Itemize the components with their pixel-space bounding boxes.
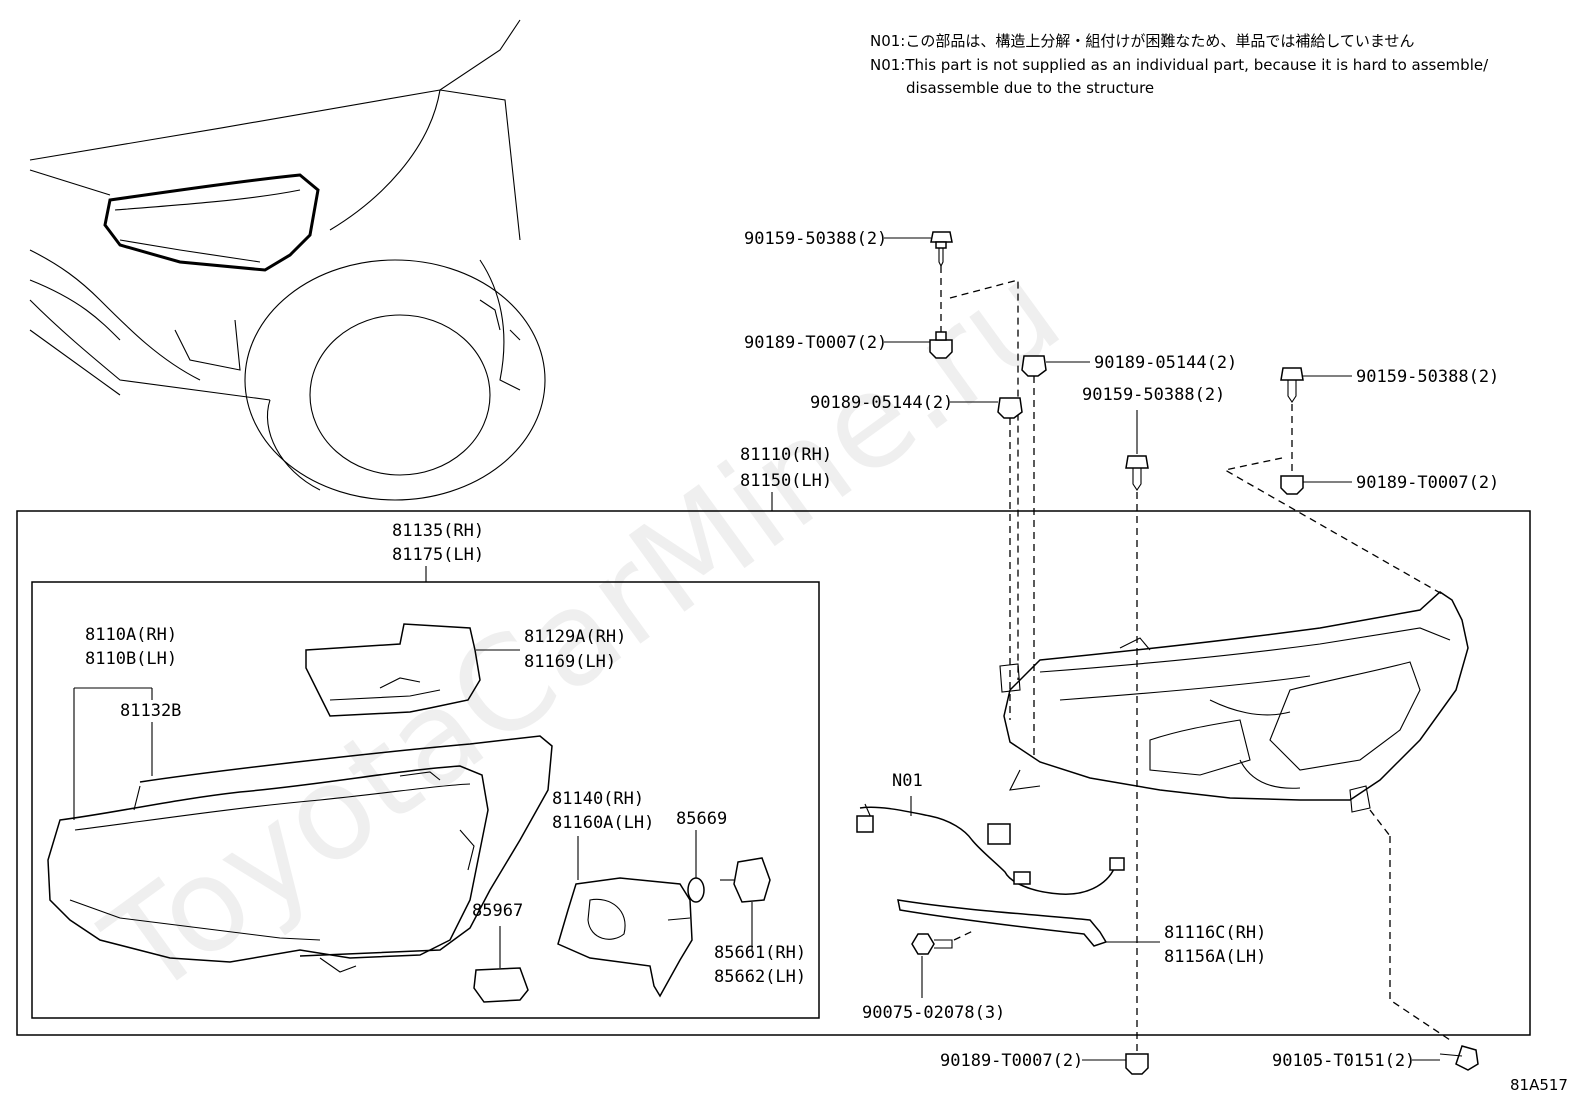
control-module [473, 967, 529, 1003]
bolt-mid [1125, 455, 1149, 491]
note-en-line1: N01:This part is not supplied as an indi… [870, 56, 1489, 74]
label-drl-rh: 81140(RH) [552, 789, 644, 809]
label-harness: N01 [892, 771, 923, 791]
drl-module [557, 877, 693, 998]
lens-bracket [73, 687, 153, 820]
screw [911, 933, 953, 955]
bolt-bottom [1439, 1045, 1479, 1071]
label-bolt-mid: 90159-50388(2) [1082, 385, 1225, 405]
label-socket-lh: 85662(LH) [714, 967, 806, 987]
label-assembly-lh: 81150(LH) [740, 471, 832, 491]
label-o-ring: 85669 [676, 809, 727, 829]
label-nut-right: 90189-T0007(2) [1356, 473, 1499, 493]
note-en-line2: disassemble due to the structure [906, 79, 1154, 97]
clip-b [997, 397, 1023, 419]
label-bolt-top: 90159-50388(2) [744, 229, 887, 249]
label-trim-rh: 81116C(RH) [1164, 923, 1266, 943]
label-gasket: 81132B [120, 701, 181, 721]
headlamp-assembly-box [16, 510, 1531, 1036]
vehicle-sketch [29, 19, 546, 501]
label-clip-b: 90189-05144(2) [810, 393, 953, 413]
lens [47, 765, 489, 973]
nut-right [1280, 475, 1304, 495]
note-jp: N01:この部品は、構造上分解・組付けが困難なため、単品では補給していません [870, 32, 1414, 50]
label-clip-a: 90189-05144(2) [1094, 353, 1237, 373]
bolt-top [930, 231, 953, 268]
label-extension-rh: 81129A(RH) [524, 627, 626, 647]
nut-bottom [1125, 1053, 1149, 1075]
label-bolt-bottom: 90105-T0151(2) [1272, 1051, 1415, 1071]
label-lens-lh: 8110B(LH) [85, 649, 177, 669]
clip-a [1021, 355, 1047, 377]
label-unit-rh: 81135(RH) [392, 521, 484, 541]
label-unit-lh: 81175(LH) [392, 545, 484, 565]
label-socket-rh: 85661(RH) [714, 943, 806, 963]
bolt-right [1280, 367, 1304, 403]
label-extension-lh: 81169(LH) [524, 652, 616, 672]
headlamp-assembly [999, 591, 1469, 813]
diagram-id: 81A517 [1510, 1076, 1568, 1094]
label-nut-bottom: 90189-T0007(2) [940, 1051, 1083, 1071]
label-trim-lh: 81156A(LH) [1164, 947, 1266, 967]
label-bolt-right: 90159-50388(2) [1356, 367, 1499, 387]
label-assembly-rh: 81110(RH) [740, 445, 832, 465]
label-screw: 90075-02078(3) [862, 1003, 1005, 1023]
gasket [133, 735, 553, 957]
trim-strip [897, 899, 1108, 947]
label-lens-rh: 8110A(RH) [85, 625, 177, 645]
wire-harness [856, 803, 1125, 895]
label-drl-lh: 81160A(LH) [552, 813, 654, 833]
label-nut-top: 90189-T0007(2) [744, 333, 887, 353]
extension [305, 623, 481, 717]
label-control-module: 85967 [472, 901, 523, 921]
bulb-socket [720, 857, 771, 903]
o-ring [687, 877, 705, 903]
